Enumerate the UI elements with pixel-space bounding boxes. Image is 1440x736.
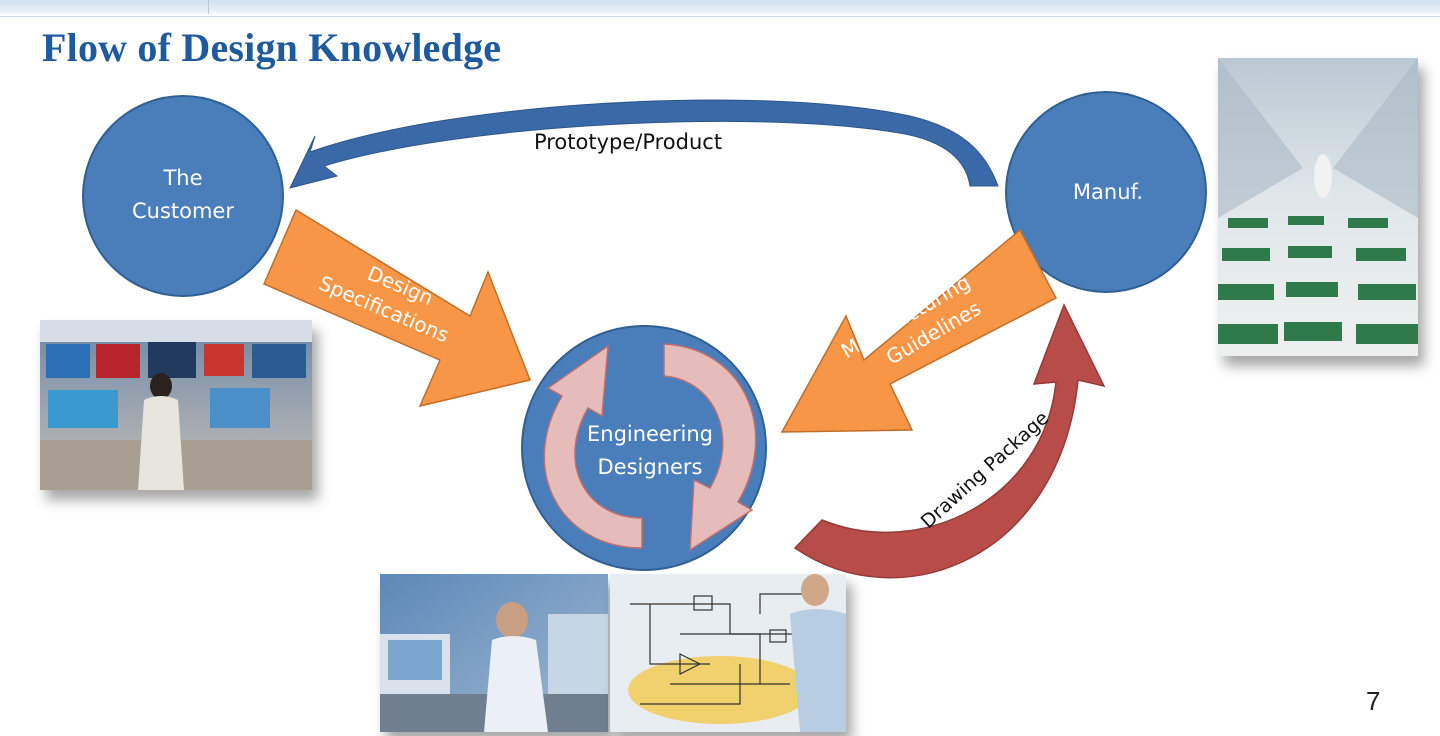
engineer-desk-photo <box>380 574 608 732</box>
cycle-arrow-right <box>663 343 757 552</box>
page-number: 7 <box>1366 686 1381 716</box>
manufacturing-guidelines-arrow <box>780 228 1058 433</box>
customer-label-line2: Customer <box>132 199 234 223</box>
prototype-product-label: Prototype/Product <box>534 130 722 154</box>
factory-line-photo <box>1218 58 1418 356</box>
design-specifications-arrow <box>263 208 532 408</box>
circuit-sketch-photo <box>610 574 846 732</box>
cycle-arrow-left <box>543 344 643 549</box>
customer-label-line1: The <box>162 166 202 190</box>
manufacturing-label: Manuf. <box>1073 180 1143 204</box>
slide-header-bar <box>0 0 1440 17</box>
header-logo-area <box>8 0 209 14</box>
customer-node <box>82 95 284 297</box>
prototype-product-arrow <box>289 99 999 189</box>
engineers-label-line1: Engineering <box>587 422 713 446</box>
drawing-package-arrow <box>793 303 1106 579</box>
manufacturing-node <box>1005 91 1207 293</box>
engineers-label-line2: Designers <box>598 455 703 479</box>
retail-store-photo <box>40 320 312 490</box>
slide-title: Flow of Design Knowledge <box>42 25 502 70</box>
